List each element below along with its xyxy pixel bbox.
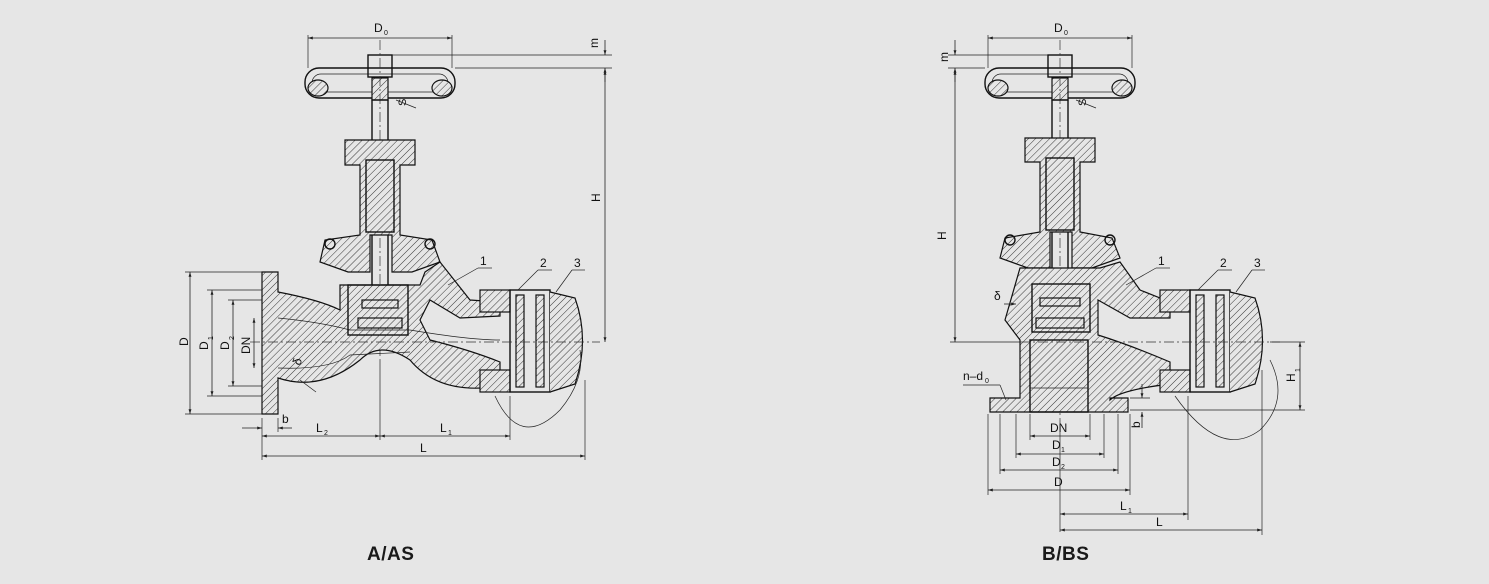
bonnet-a	[319, 139, 441, 273]
dim-l2-label: L	[316, 421, 323, 435]
dim-d0-label-b: D	[1054, 21, 1063, 35]
part-1-label-b: 1	[1158, 254, 1165, 268]
dim-d1-label-b: D	[1052, 438, 1061, 452]
dim-h-label: H	[589, 193, 603, 202]
dim-d0-sub: 0	[384, 30, 388, 37]
dim-m-label-b: m	[937, 52, 951, 62]
dim-d-label: D	[177, 337, 191, 346]
bonnet-b	[999, 137, 1121, 269]
dim-d2-sub-b: 2	[1061, 464, 1065, 471]
dim-d1-sub-b: 1	[1061, 447, 1065, 454]
dim-l-label-b: L	[1156, 515, 1163, 529]
dim-m-label: m	[587, 38, 601, 48]
valve-a-drawing: D 0 m S H D D 1 D 2 DN δ b	[177, 21, 612, 460]
part-1-label: 1	[480, 254, 487, 268]
part-2-label-b: 2	[1220, 256, 1227, 270]
dim-nd0-sub: 0	[985, 378, 989, 385]
caption-a: A/AS	[367, 544, 415, 565]
part-3-label-b: 3	[1254, 256, 1261, 270]
end-fitting-a	[479, 289, 584, 428]
dim-delta-label-b: δ	[994, 289, 1001, 303]
dim-l2-sub: 2	[324, 430, 328, 437]
dim-l1-label: L	[440, 421, 447, 435]
body-b	[989, 261, 1171, 413]
dim-l-label: L	[420, 441, 427, 455]
dim-h-label-b: H	[935, 231, 949, 240]
part-3-label: 3	[574, 256, 581, 270]
dim-d0-sub-b: 0	[1064, 30, 1068, 37]
dim-d-label-b: D	[1054, 475, 1063, 489]
dim-s-label: S	[397, 99, 409, 106]
dim-d2-sub: 2	[229, 336, 236, 340]
dim-d1-label: D	[197, 341, 211, 350]
dim-h1-label: H	[1284, 373, 1298, 382]
valve-b-drawing: D 0 m S H δ n–d 0 H 1 b	[935, 21, 1305, 535]
dim-dn-label: DN	[239, 337, 253, 354]
dim-b-label-b: b	[1129, 421, 1143, 428]
dim-nd0-label: n–d	[963, 369, 983, 383]
end-fitting-b	[1159, 289, 1279, 440]
caption-b: B/BS	[1042, 544, 1090, 565]
dim-b-label: b	[282, 412, 289, 426]
part-2-label: 2	[540, 256, 547, 270]
body-a	[261, 261, 501, 415]
dim-l1-sub: 1	[448, 430, 452, 437]
dim-d2-label: D	[218, 341, 232, 350]
dim-d1-sub: 1	[208, 336, 215, 340]
dim-l1-label-b: L	[1120, 499, 1127, 513]
dim-delta-label: δ	[290, 356, 306, 367]
dim-s-label-b: S	[1077, 99, 1089, 106]
dim-h1-sub: 1	[1295, 368, 1302, 372]
dim-dn-label-b: DN	[1050, 421, 1067, 435]
dim-l1-sub-b: 1	[1128, 508, 1132, 515]
dim-d0-label: D	[374, 21, 383, 35]
dim-d2-label-b: D	[1052, 455, 1061, 469]
